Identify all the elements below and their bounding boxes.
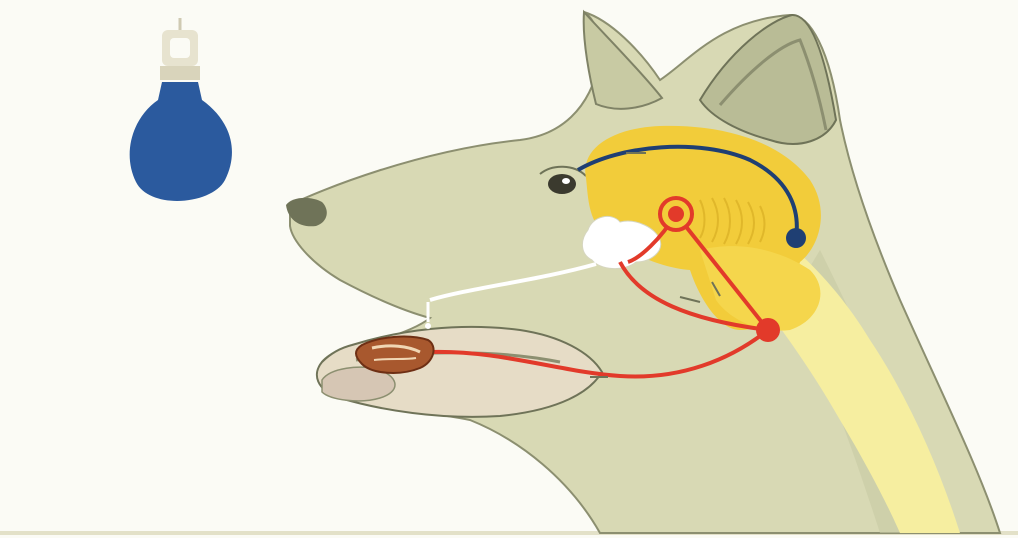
bulb-glass xyxy=(130,82,232,201)
meat-icon xyxy=(356,337,434,373)
dog-ear-left xyxy=(584,12,662,109)
light-bulb-icon xyxy=(130,18,232,201)
dog-eye xyxy=(548,174,576,194)
reflex-center-node xyxy=(756,318,780,342)
